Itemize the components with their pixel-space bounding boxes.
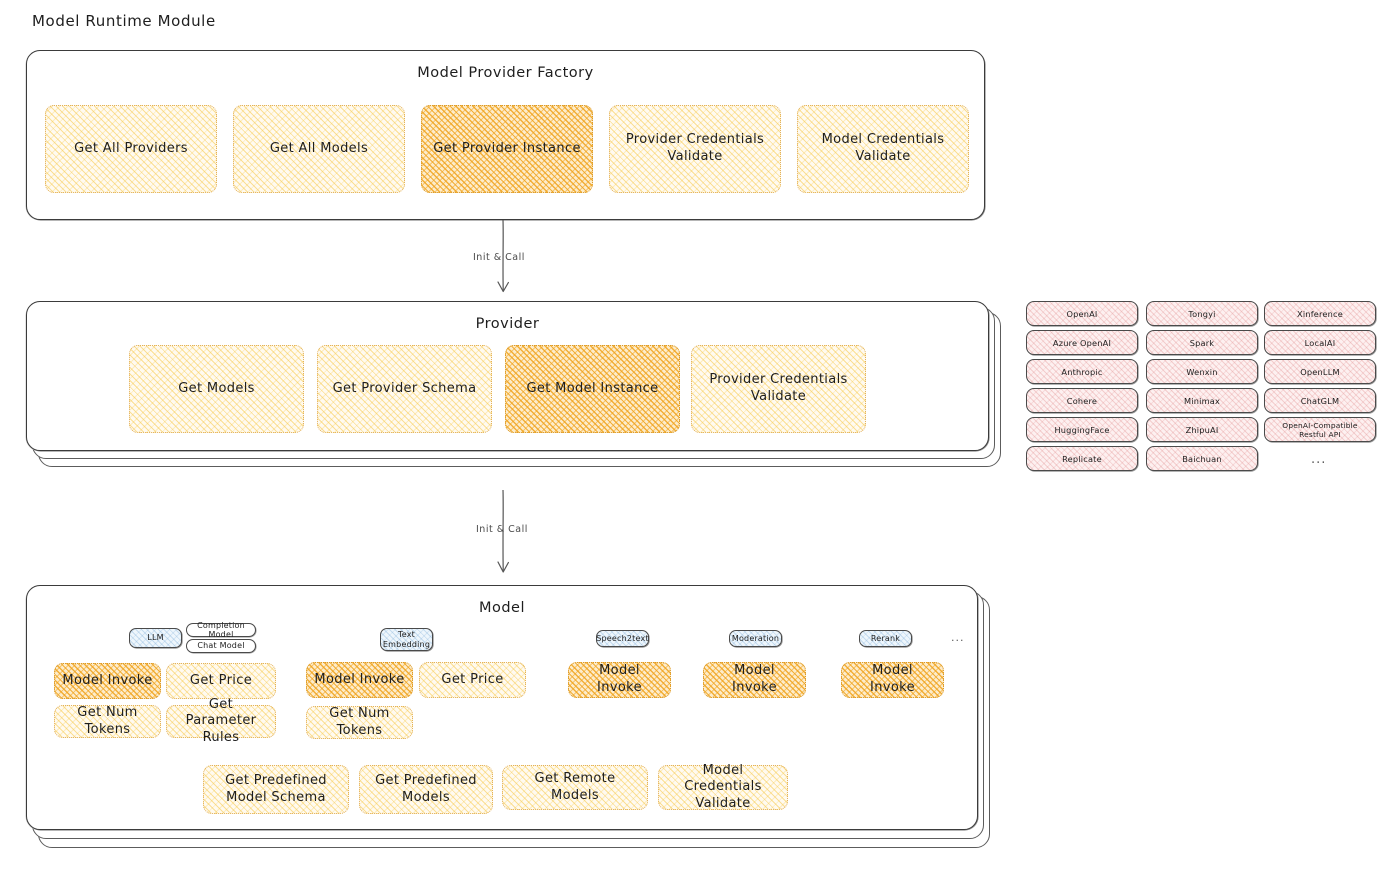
- model-box-get-predefined-model-schema[interactable]: Get Predefined Model Schema: [203, 765, 349, 814]
- provider-box-get-models[interactable]: Get Models: [129, 345, 304, 433]
- model-box-get-remote-models[interactable]: Get Remote Models: [502, 765, 648, 810]
- factory-box-get-all-models[interactable]: Get All Models: [233, 105, 405, 193]
- arrow-label-init-call-1: Init & Call: [473, 252, 525, 263]
- arrow-provider-to-model: [470, 489, 540, 582]
- provider-pill-cohere[interactable]: Cohere: [1026, 388, 1138, 413]
- model-tag-text-embedding[interactable]: Text Embedding: [380, 628, 433, 651]
- provider-pill-localai[interactable]: LocalAI: [1264, 330, 1376, 355]
- model-subtag-chat-model[interactable]: Chat Model: [186, 639, 256, 653]
- provider-pill-anthropic[interactable]: Anthropic: [1026, 359, 1138, 384]
- provider-pill-openai-compatible-restful-api[interactable]: OpenAI-Compatible Restful API: [1264, 417, 1376, 442]
- model-subtag-completion-model[interactable]: Completion Model: [186, 621, 256, 639]
- arrow-factory-to-provider: [470, 219, 540, 302]
- factory-box-provider-credentials-validate[interactable]: Provider Credentials Validate: [609, 105, 781, 193]
- model-box-text-embedding-get-price[interactable]: Get Price: [419, 662, 526, 698]
- model-groups-more-ellipsis: ...: [951, 631, 965, 644]
- provider-pill-minimax[interactable]: Minimax: [1146, 388, 1258, 413]
- provider-box-get-provider-schema[interactable]: Get Provider Schema: [317, 345, 492, 433]
- arrow-label-init-call-2: Init & Call: [476, 524, 528, 535]
- factory-box-get-provider-instance[interactable]: Get Provider Instance: [421, 105, 593, 193]
- model-box-model-credentials-validate[interactable]: Model Credentials Validate: [658, 763, 788, 811]
- diagram-title: Model Runtime Module: [32, 12, 216, 30]
- provider-box-provider-credentials-validate[interactable]: Provider Credentials Validate: [691, 345, 866, 433]
- provider-pill-openai[interactable]: OpenAI: [1026, 301, 1138, 326]
- model-box-llm-model-invoke[interactable]: Model Invoke: [54, 663, 161, 699]
- model-box-text-embedding-model-invoke[interactable]: Model Invoke: [306, 662, 413, 698]
- provider-list-more-ellipsis: ...: [1311, 452, 1327, 467]
- model-box-rerank-model-invoke[interactable]: Model Invoke: [841, 662, 944, 698]
- provider-pill-spark[interactable]: Spark: [1146, 330, 1258, 355]
- model-box-speech2text-model-invoke[interactable]: Model Invoke: [568, 662, 671, 698]
- provider-label: Provider: [475, 316, 540, 332]
- model-box-llm-get-parameter-rules[interactable]: Get Parameter Rules: [166, 697, 276, 745]
- provider-pill-azure-openai[interactable]: Azure OpenAI: [1026, 330, 1138, 355]
- provider-pill-tongyi[interactable]: Tongyi: [1146, 301, 1258, 326]
- provider-pill-wenxin[interactable]: Wenxin: [1146, 359, 1258, 384]
- provider-box-get-model-instance[interactable]: Get Model Instance: [505, 345, 680, 433]
- model-tag-speech2text[interactable]: Speech2text: [596, 630, 649, 647]
- model-tag-rerank[interactable]: Rerank: [859, 630, 912, 647]
- arrow-down-icon: [497, 219, 509, 293]
- factory-box-get-all-providers[interactable]: Get All Providers: [45, 105, 217, 193]
- provider-pill-chatglm[interactable]: ChatGLM: [1264, 388, 1376, 413]
- provider-pill-zhipuai[interactable]: ZhipuAI: [1146, 417, 1258, 442]
- model-box-moderation-model-invoke[interactable]: Model Invoke: [703, 662, 806, 698]
- model-provider-factory-label: Model Provider Factory: [417, 65, 594, 81]
- model-box-llm-get-num-tokens[interactable]: Get Num Tokens: [54, 705, 161, 738]
- model-box-get-predefined-models[interactable]: Get Predefined Models: [359, 765, 493, 814]
- arrow-down-icon: [497, 489, 509, 573]
- provider-pill-replicate[interactable]: Replicate: [1026, 446, 1138, 471]
- model-box-llm-get-price[interactable]: Get Price: [166, 663, 276, 699]
- model-tag-llm[interactable]: LLM: [129, 628, 182, 648]
- model-tag-moderation[interactable]: Moderation: [729, 630, 782, 647]
- factory-box-model-credentials-validate[interactable]: Model Credentials Validate: [797, 105, 969, 193]
- provider-pill-openllm[interactable]: OpenLLM: [1264, 359, 1376, 384]
- provider-pill-baichuan[interactable]: Baichuan: [1146, 446, 1258, 471]
- model-box-text-embedding-get-num-tokens[interactable]: Get Num Tokens: [306, 706, 413, 739]
- provider-pill-huggingface[interactable]: HuggingFace: [1026, 417, 1138, 442]
- model-label: Model: [478, 600, 526, 616]
- provider-pill-xinference[interactable]: Xinference: [1264, 301, 1376, 326]
